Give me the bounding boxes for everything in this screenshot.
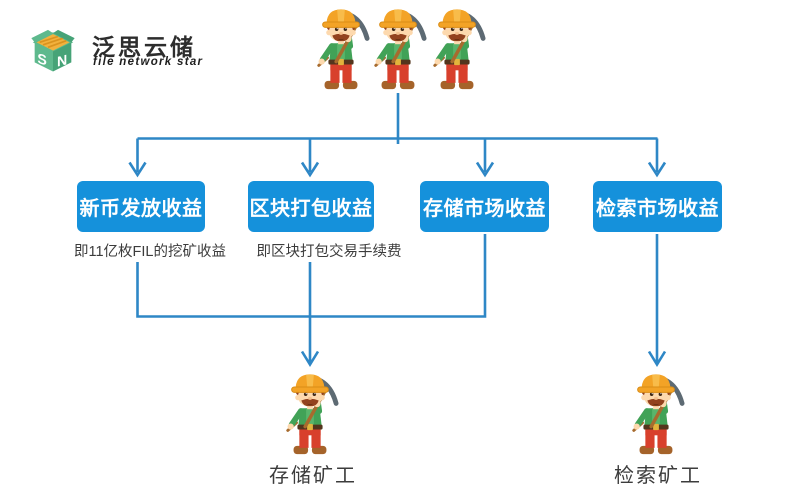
miner-icon: [428, 6, 486, 94]
arrow-to-box-4: [647, 138, 667, 178]
logo-title: 泛思云储: [92, 34, 196, 60]
miner-icon: [281, 371, 339, 459]
label-storage-miner: 存储矿工: [269, 465, 357, 487]
note-new-coin: 即11亿枚FIL的挖矿收益: [73, 244, 227, 260]
logo: S N 泛思云储 file network star: [0, 0, 230, 80]
arrow-to-storage-miner: [300, 262, 320, 367]
miner-icon: [369, 6, 427, 94]
box-retrieval-market-revenue: 检索市场收益: [593, 181, 722, 232]
label-retrieval-miner: 检索矿工: [614, 465, 702, 487]
miner-icon: [627, 371, 685, 459]
arrow-to-box-1: [128, 138, 147, 178]
logo-letter-n: N: [57, 52, 67, 70]
logo-subtitle: file network star: [93, 56, 204, 68]
box-new-coin-revenue: 新币发放收益: [77, 181, 205, 232]
box-storage-market-revenue: 存储市场收益: [420, 181, 549, 232]
arrow-to-box-3: [475, 138, 495, 178]
logo-letter-s: S: [37, 51, 47, 69]
note-block-packing: 即区块打包交易手续费: [256, 244, 402, 260]
box-block-packing-revenue: 区块打包收益: [248, 181, 374, 232]
miner-icon: [312, 6, 370, 94]
arrow-to-retrieval-miner: [647, 234, 667, 367]
sn-cube-logo-icon: S N: [31, 29, 75, 72]
arrow-to-box-2: [300, 138, 320, 178]
